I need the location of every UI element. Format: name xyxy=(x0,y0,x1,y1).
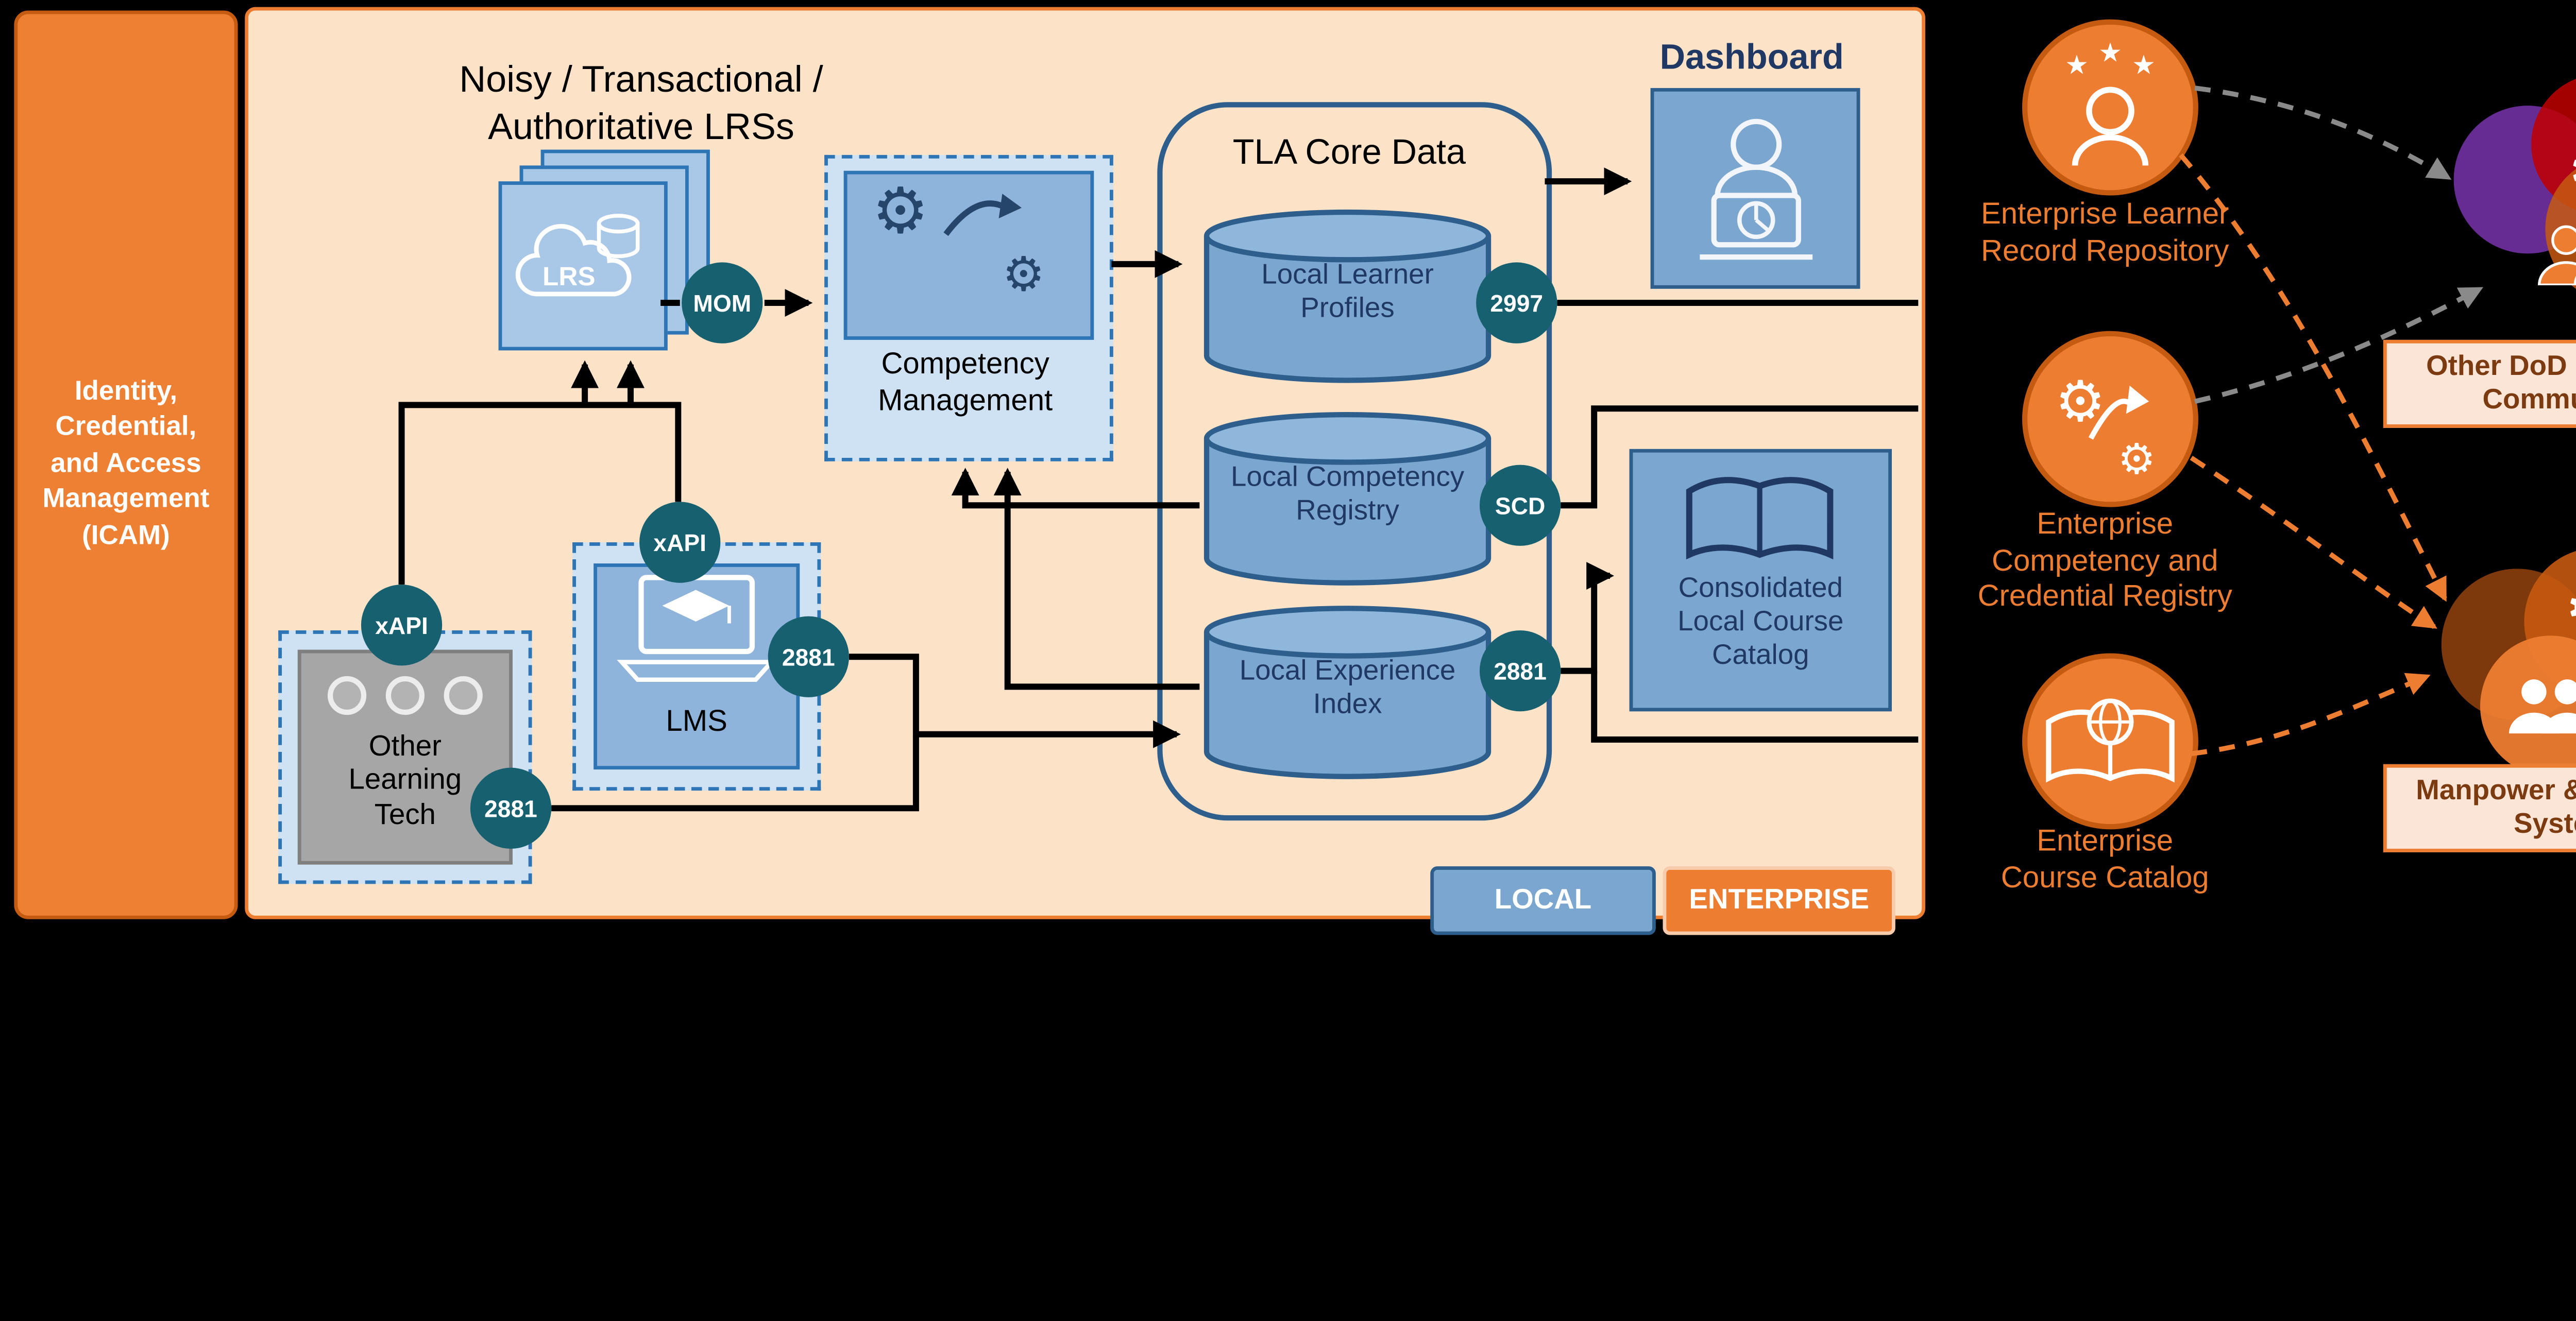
dashboard-box xyxy=(1650,88,1860,289)
spec-badge-2997: 2997 xyxy=(1476,262,1557,344)
other-learning-tech-box: Other Learning Tech xyxy=(297,649,513,865)
local-competency-registry-store: Local Competency Registry xyxy=(1199,410,1495,587)
star-icon: ★ xyxy=(2065,50,2089,80)
mom-badge: MOM xyxy=(682,262,763,344)
gear-icon: ⚙ xyxy=(872,176,929,249)
store-label: Local Competency Registry xyxy=(1230,463,1465,526)
lrs-stack-front: LRS xyxy=(498,181,668,351)
people-icon xyxy=(2509,679,2576,734)
cylinder-icon xyxy=(1204,209,1492,383)
lrs-label: LRS xyxy=(543,262,596,291)
manpower-box: Manpower & Personnel Systems xyxy=(2383,764,2576,852)
cylinder-icon xyxy=(1204,412,1492,586)
tla-core-data-container xyxy=(1157,102,1552,821)
dashboard-user-icon xyxy=(1700,118,1813,260)
database-icon xyxy=(597,224,640,259)
consolidated-catalog-label: Consolidated Local Course Catalog xyxy=(1677,574,1844,672)
lrs-cloud-icon: LRS xyxy=(515,214,640,297)
people-icon xyxy=(2538,225,2576,285)
local-experience-index-store: Local Experience Index xyxy=(1199,604,1495,780)
spec-badge-2881-olt: 2881 xyxy=(470,767,552,849)
legend-local-chip: LOCAL xyxy=(1430,866,1656,935)
dod-communities-cluster: ⚙ xyxy=(2439,74,2576,330)
icam-label: Identity, Credential, and Access Managem… xyxy=(42,376,210,551)
enterprise-course-catalog-label: Enterprise Course Catalog xyxy=(2001,824,2209,894)
competency-management-label: Competency Management xyxy=(877,347,1053,418)
manpower-cluster: ⚙ xyxy=(2427,534,2576,777)
legend-enterprise-chip: ENTERPRISE xyxy=(1663,866,1895,935)
book-globe-icon xyxy=(2046,698,2175,783)
xapi-badge-lms: xAPI xyxy=(639,502,721,583)
enterprise-learner-record-label: Enterprise Learner Record Repository xyxy=(1980,197,2229,267)
spec-badge-2881-lms: 2881 xyxy=(768,616,849,697)
process-arrow-icon xyxy=(943,194,1022,236)
gear-icon: ⚙ xyxy=(2566,138,2576,208)
icam-bar: Identity, Credential, and Access Managem… xyxy=(14,10,238,919)
cylinder-icon xyxy=(1204,606,1492,779)
enterprise-course-catalog-node xyxy=(2022,653,2198,830)
gear-icon: ⚙ xyxy=(2565,579,2576,639)
gear-icon: ⚙ xyxy=(2117,435,2156,484)
book-icon xyxy=(1686,477,1834,560)
lrs-section-title: Noisy / Transactional / Authoritative LR… xyxy=(459,60,823,149)
store-label: Local Learner Profiles xyxy=(1261,261,1434,324)
enterprise-learner-record-node: ★ ★ ★ xyxy=(2022,19,2198,196)
xapi-badge-olt: xAPI xyxy=(361,585,443,666)
local-learner-profiles-store: Local Learner Profiles xyxy=(1199,208,1495,384)
spec-badge-2881-core: 2881 xyxy=(1479,630,1561,712)
lms-laptop-icon xyxy=(617,575,777,682)
star-icon: ★ xyxy=(2132,50,2156,80)
tla-core-data-title: TLA Core Data xyxy=(1232,133,1466,173)
learner-stars-icon: ★ ★ ★ xyxy=(2065,38,2156,166)
dashboard-title: Dashboard xyxy=(1659,39,1844,78)
star-icon: ★ xyxy=(2098,38,2122,67)
enterprise-competency-registry-label: Enterprise Competency and Credential Reg… xyxy=(1977,507,2232,614)
competency-management-box: ⚙ ⚙ xyxy=(843,170,1094,340)
manpower-label: Manpower & Personnel Systems xyxy=(2416,776,2576,840)
dod-communities-label: Other DoD Functional Communities xyxy=(2426,352,2576,416)
graduation-cap-icon xyxy=(662,590,730,622)
gear-icon: ⚙ xyxy=(1002,248,1045,303)
consolidated-course-catalog-box: Consolidated Local Course Catalog xyxy=(1629,449,1892,712)
dod-communities-box: Other DoD Functional Communities xyxy=(2383,339,2576,428)
store-label: Local Experience Index xyxy=(1239,657,1456,720)
lms-label: LMS xyxy=(666,704,727,738)
indicator-lights-icon xyxy=(327,676,483,715)
spec-badge-scd: SCD xyxy=(1479,465,1561,546)
enterprise-competency-registry-node: ⚙ ⚙ xyxy=(2022,331,2198,507)
gears-process-icon: ⚙ ⚙ xyxy=(2055,368,2156,484)
other-learning-tech-label: Other Learning Tech xyxy=(348,730,462,831)
